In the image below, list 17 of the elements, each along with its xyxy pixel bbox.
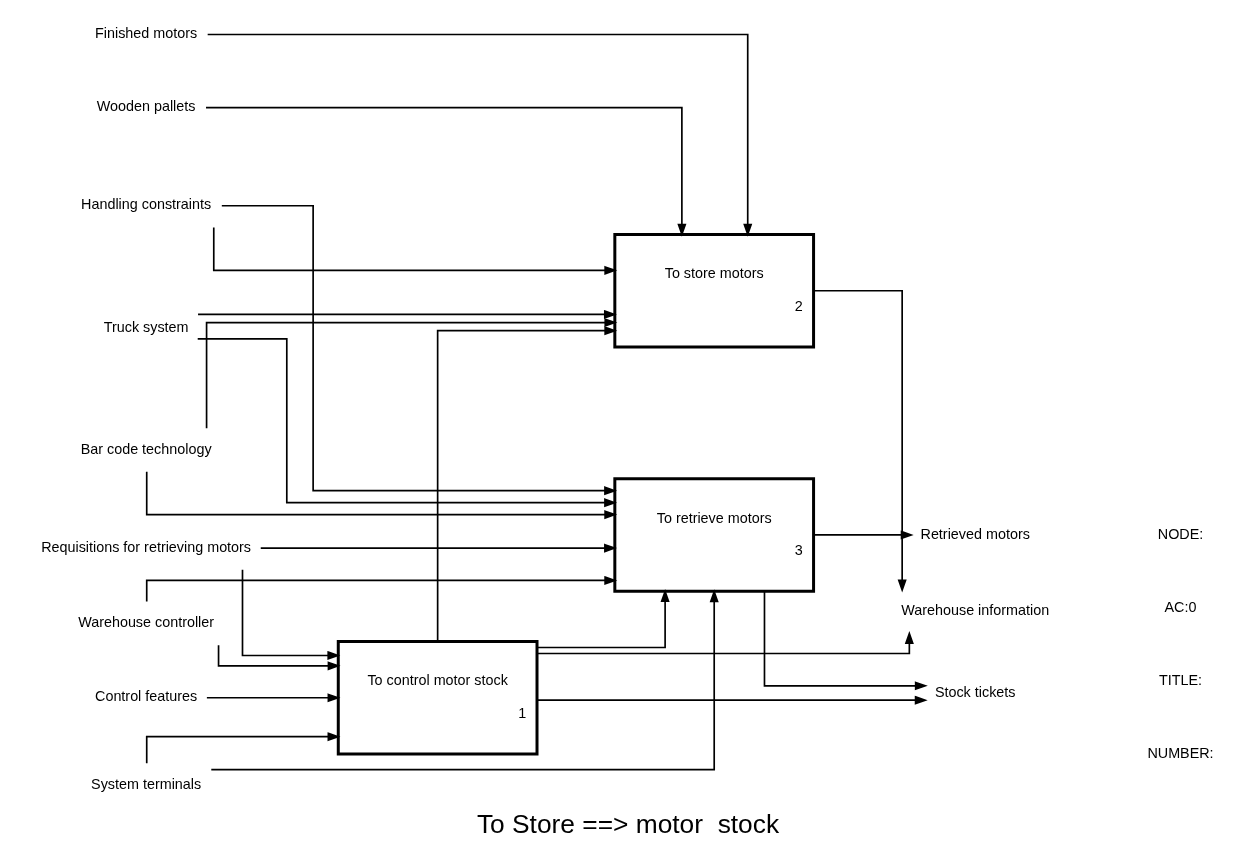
- node-text: Warehouse information: [900, 602, 1049, 619]
- node-text: Warehouse controller: [77, 614, 214, 631]
- node-text: Requisitions for retrieving motors: [40, 538, 251, 555]
- label: NUMBER:: [1146, 744, 1214, 761]
- label: NODE:: [1157, 525, 1203, 542]
- label: TITLE:: [1158, 671, 1202, 688]
- label: AC:0: [1164, 598, 1196, 615]
- node-text: Stock tickets: [934, 683, 1015, 700]
- node-text: Finished motors: [94, 25, 197, 42]
- diagram-title: To Store ==> motor stock: [476, 808, 779, 839]
- node-text: Bar code technology: [80, 440, 212, 457]
- node-text: System terminals: [90, 775, 201, 792]
- node-text: Retrieved motors: [920, 525, 1030, 542]
- node-text: Handling constraints: [80, 196, 211, 213]
- node-text: Truck system: [103, 318, 189, 335]
- node-text: Wooden pallets: [96, 98, 195, 115]
- node-text: Control features: [94, 688, 197, 705]
